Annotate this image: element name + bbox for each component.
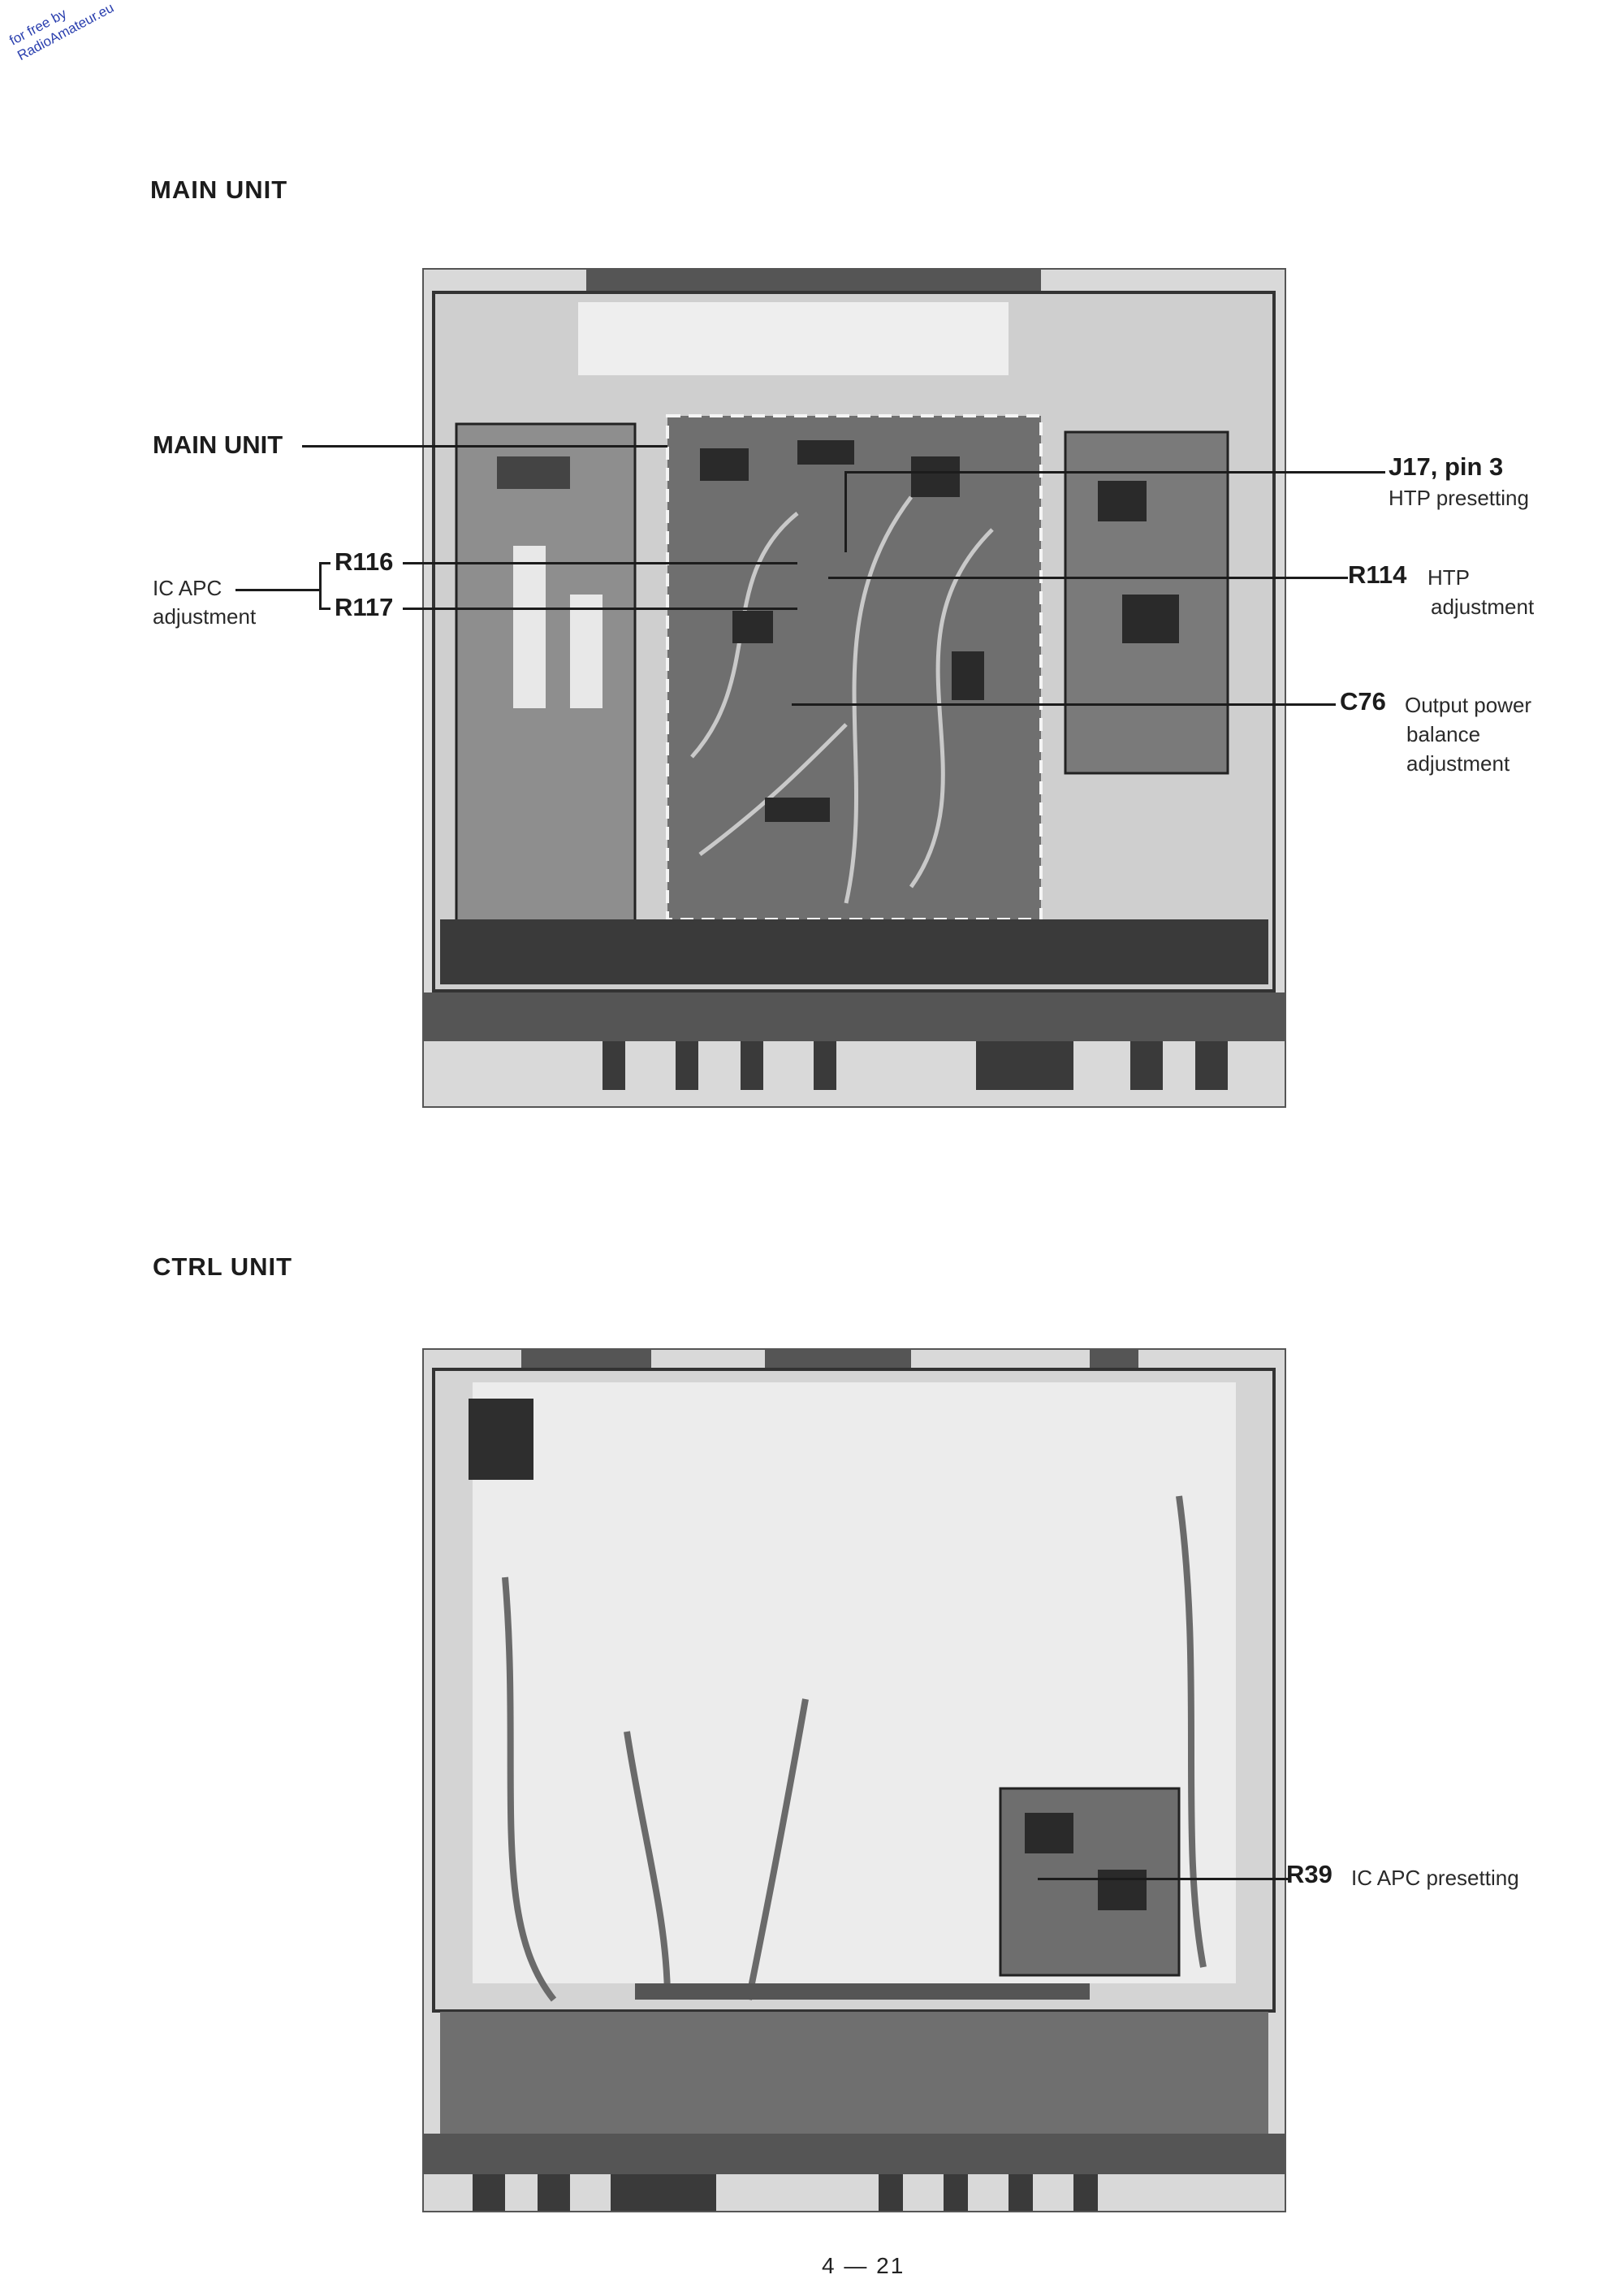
r117-label: R117 — [335, 593, 393, 622]
main-unit-leader-line — [302, 445, 667, 448]
r39-leader-line — [1038, 1878, 1289, 1880]
r114-description-line2: adjustment — [1431, 592, 1534, 621]
r39-label: R39 — [1286, 1860, 1332, 1889]
ic-apc-label-line2: adjustment — [153, 602, 256, 631]
watermark: for free by RadioAmateur.eu — [6, 0, 117, 64]
c76-leader-line — [792, 703, 1336, 706]
main-unit-callout-label: MAIN UNIT — [153, 430, 283, 460]
j17-description: HTP presetting — [1389, 483, 1529, 512]
r114-leader-line — [828, 577, 1348, 579]
ic-apc-label-line1: IC APC — [153, 573, 222, 603]
main-unit-heading: MAIN UNIT — [150, 175, 287, 205]
c76-label: C76 — [1340, 687, 1386, 716]
r39-description: IC APC presetting — [1351, 1863, 1519, 1892]
c76-description-line2: balance — [1406, 720, 1480, 749]
ctrl-unit-heading: CTRL UNIT — [153, 1252, 292, 1282]
r116-leader-line — [403, 562, 797, 564]
r114-description-line1: HTP — [1427, 563, 1470, 592]
ic-apc-leader-line — [235, 589, 321, 591]
r116-bracket-tick — [319, 562, 330, 564]
j17-label: J17, pin 3 — [1389, 452, 1503, 482]
c76-description-line1: Output power — [1405, 690, 1531, 720]
j17-leader-line — [844, 471, 1385, 474]
main-unit-photo — [422, 268, 1286, 1108]
ic-apc-bracket-line — [319, 562, 322, 609]
r116-label: R116 — [335, 547, 393, 577]
r117-leader-line — [403, 608, 797, 610]
c76-description-line3: adjustment — [1406, 749, 1510, 778]
j17-leader-drop — [844, 471, 847, 552]
r117-bracket-tick — [319, 608, 330, 610]
r114-label: R114 — [1348, 560, 1406, 590]
page-number: 4 — 21 — [822, 2253, 905, 2279]
ctrl-unit-photo — [422, 1348, 1286, 2212]
